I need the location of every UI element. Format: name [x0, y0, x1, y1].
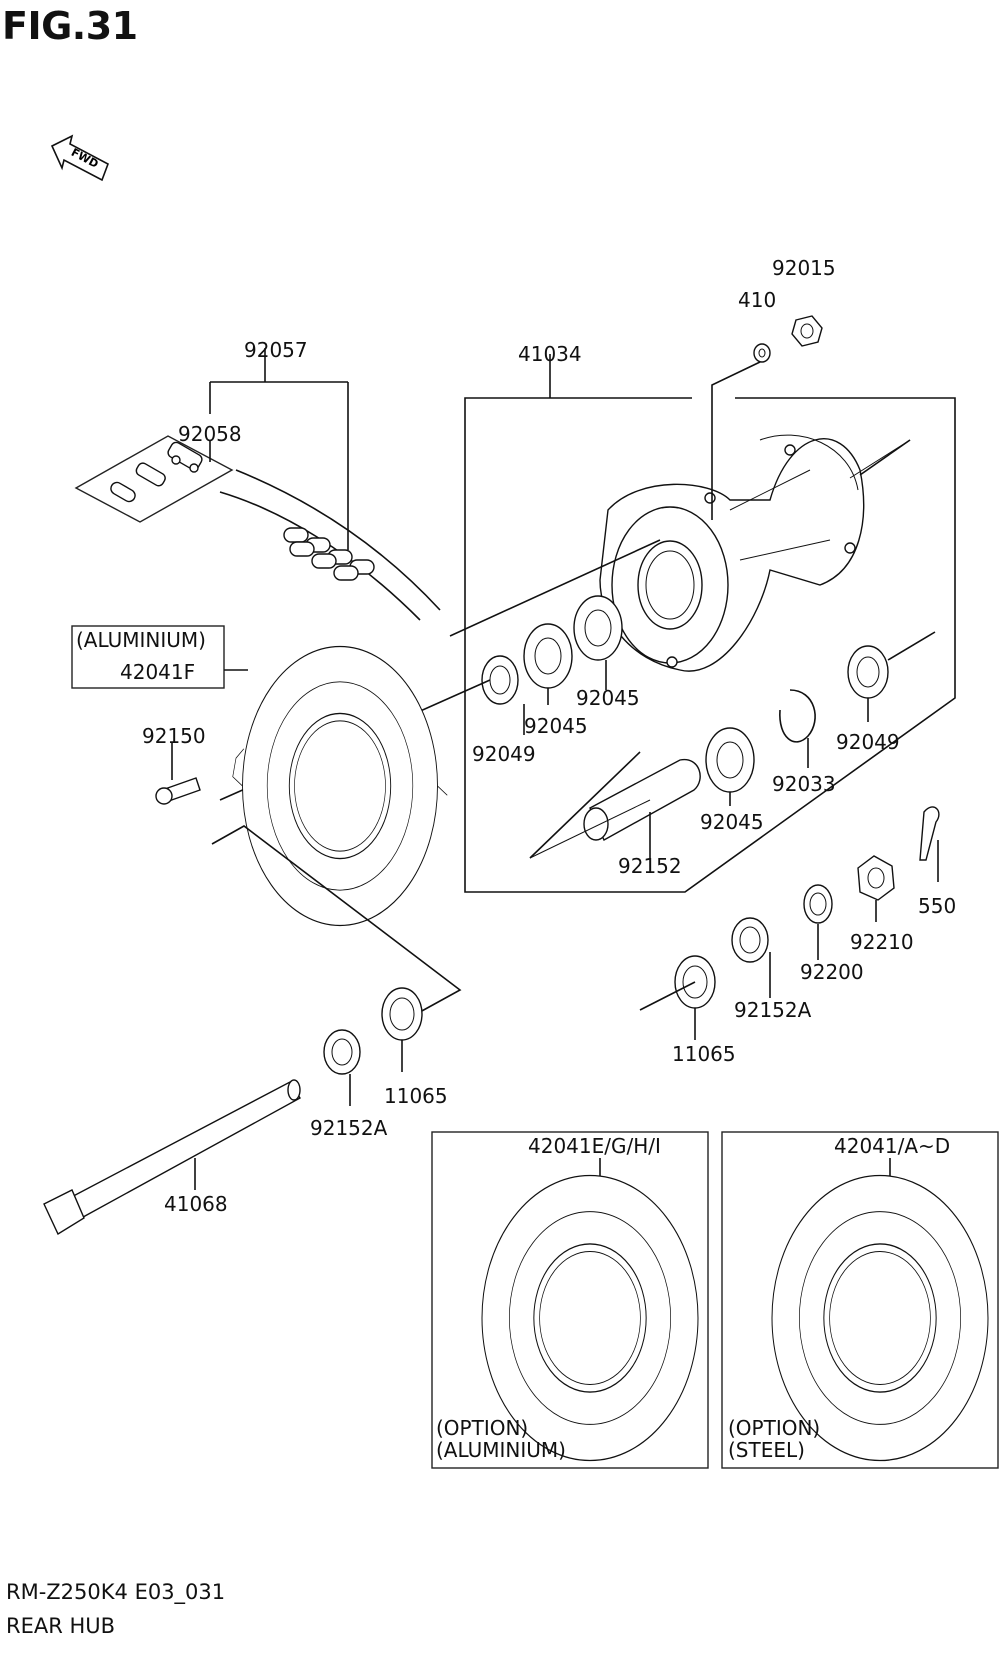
label-option-aluminium-part: 42041E/G/H/I: [528, 1134, 661, 1158]
fwd-arrow-icon: FWD: [50, 134, 109, 182]
collar-92152A-right: [731, 917, 771, 998]
label-92152A-left: 92152A: [310, 1116, 388, 1140]
label-41034: 41034: [518, 342, 582, 366]
castle-nut-92210: [857, 855, 895, 922]
label-option-steel-part: 42041/A~D: [834, 1134, 951, 1158]
label-92200: 92200: [800, 960, 864, 984]
circlip-92033: [779, 689, 816, 768]
label-92045-a: 92045: [524, 714, 588, 738]
seal-11065-right: [639, 955, 716, 1040]
label-42041F: 42041F: [120, 660, 196, 684]
axle-41068: [43, 1079, 301, 1236]
label-92152: 92152: [618, 854, 682, 878]
washer-92200: [803, 884, 833, 960]
seal-92049-left: [481, 655, 519, 705]
label-92045-b: 92045: [576, 686, 640, 710]
label-92210: 92210: [850, 930, 914, 954]
label-11065-right: 11065: [672, 1042, 736, 1066]
option-box-aluminium: [431, 1131, 709, 1469]
footer-model-code: RM-Z250K4 E03_031: [6, 1580, 226, 1604]
option-box-steel: [721, 1131, 999, 1469]
label-92015: 92015: [772, 256, 836, 280]
label-41068: 41068: [164, 1192, 228, 1216]
callout-42041F-bracket: [71, 625, 248, 689]
label-11065-left: 11065: [384, 1084, 448, 1108]
label-92152A-right: 92152A: [734, 998, 812, 1022]
figure-title: FIG.31: [2, 4, 138, 48]
nut-92015: [791, 315, 823, 347]
label-92057: 92057: [244, 338, 308, 362]
callout-41034-bracket: [464, 354, 956, 893]
collar-92152: [529, 751, 701, 860]
label-option-steel-line1: (OPTION): [728, 1416, 821, 1440]
label-92045-c: 92045: [700, 810, 764, 834]
callout-sprocket-bracket: [211, 825, 462, 1013]
label-aluminium: (ALUMINIUM): [76, 628, 206, 652]
label-option-steel-line2: (STEEL): [728, 1438, 805, 1462]
drive-chain: [219, 469, 441, 621]
footer-section-title: REAR HUB: [6, 1614, 116, 1638]
rear-hub: [599, 434, 911, 672]
bearing-92045-a: [523, 623, 573, 689]
label-option-aluminium-line1: (OPTION): [436, 1416, 529, 1440]
seal-92049-right: [847, 631, 936, 722]
chain-joint-kit: [74, 435, 234, 523]
label-550: 550: [918, 894, 957, 918]
bolt-92150: [155, 742, 201, 805]
label-410: 410: [738, 288, 777, 312]
label-92049-left: 92049: [472, 742, 536, 766]
washer-410: [711, 343, 771, 520]
label-92049-right: 92049: [836, 730, 900, 754]
bearing-92045-c: [705, 727, 755, 806]
label-92058: 92058: [178, 422, 242, 446]
bearing-92045-b: [573, 595, 623, 661]
label-option-aluminium-line2: (ALUMINIUM): [436, 1438, 566, 1462]
seal-11065-left: [381, 987, 423, 1072]
collar-92152A-left: [323, 1029, 361, 1106]
sprocket-42041F: [232, 645, 448, 927]
label-92150: 92150: [142, 724, 206, 748]
callout-92057-bracket: [209, 348, 349, 550]
cotter-pin-550: [919, 806, 940, 882]
label-92033: 92033: [772, 772, 836, 796]
